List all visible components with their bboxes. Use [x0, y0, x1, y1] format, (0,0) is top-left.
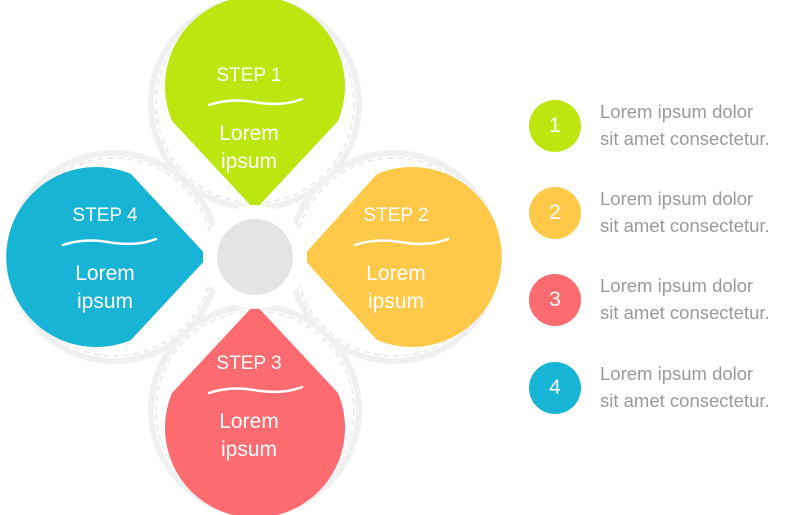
legend-item-2: 2 Lorem ipsum dolor sit amet consectetur…: [529, 185, 800, 241]
petal-3-wave: [207, 385, 304, 395]
legend-text-3-line1: Lorem ipsum dolor: [600, 275, 754, 296]
legend-item-3: 3 Lorem ipsum dolor sit amet consectetur…: [529, 272, 800, 328]
center-hub: [217, 219, 293, 295]
legend-text-2-line1: Lorem ipsum dolor: [600, 188, 754, 209]
petal-1-wave: [207, 97, 304, 107]
legend-badge-1: 1: [529, 100, 581, 152]
petal-4-wave: [61, 237, 158, 247]
legend-text-4-line1: Lorem ipsum dolor: [600, 363, 754, 384]
petal-2-text: STEP 2 Lorem ipsum: [353, 205, 450, 313]
legend-text-4-line2: sit amet consectetur.: [600, 390, 770, 411]
petal-4-step-label: STEP 4: [72, 205, 138, 226]
legend-text-1-line2: sit amet consectetur.: [600, 128, 770, 149]
petal-2-line2: ipsum: [368, 290, 424, 313]
petal-step-1: [165, 0, 345, 210]
legend-badge-4: 4: [529, 362, 581, 414]
legend-text-4: Lorem ipsum dolor sit amet consectetur.: [600, 360, 800, 414]
petal-4-text: STEP 4 Lorem ipsum: [61, 205, 158, 313]
legend-item-4: 4 Lorem ipsum dolor sit amet consectetur…: [529, 360, 800, 416]
petal-4-line1: Lorem: [75, 262, 135, 285]
legend-text-1-line1: Lorem ipsum dolor: [600, 101, 754, 122]
legend-text-3: Lorem ipsum dolor sit amet consectetur.: [600, 272, 800, 326]
petal-1-line1: Lorem: [219, 122, 279, 145]
legend-text-1: Lorem ipsum dolor sit amet consectetur.: [600, 98, 800, 152]
legend-text-2: Lorem ipsum dolor sit amet consectetur.: [600, 185, 800, 239]
petal-step-3: [165, 304, 345, 515]
legend-badge-3: 3: [529, 274, 581, 326]
petal-1-text: STEP 1 Lorem ipsum: [207, 65, 304, 173]
petal-1-line2: ipsum: [221, 150, 277, 173]
petal-2-wave: [353, 237, 450, 247]
petal-1-step-label: STEP 1: [216, 65, 281, 86]
legend-text-3-line2: sit amet consectetur.: [600, 302, 770, 323]
legend-text-2-line2: sit amet consectetur.: [600, 215, 770, 236]
legend-item-1: 1 Lorem ipsum dolor sit amet consectetur…: [529, 98, 800, 154]
petal-4-line2: ipsum: [77, 290, 133, 313]
petal-3-step-label: STEP 3: [216, 353, 281, 374]
petal-3-text: STEP 3 Lorem ipsum: [207, 353, 304, 461]
petal-3-line1: Lorem: [219, 410, 279, 433]
petal-2-line1: Lorem: [366, 262, 426, 285]
petal-step-2: [302, 167, 502, 347]
petal-2-step-label: STEP 2: [363, 205, 428, 226]
petal-3-line2: ipsum: [221, 438, 277, 461]
legend-badge-2: 2: [529, 187, 581, 239]
petal-step-4: [6, 166, 208, 347]
